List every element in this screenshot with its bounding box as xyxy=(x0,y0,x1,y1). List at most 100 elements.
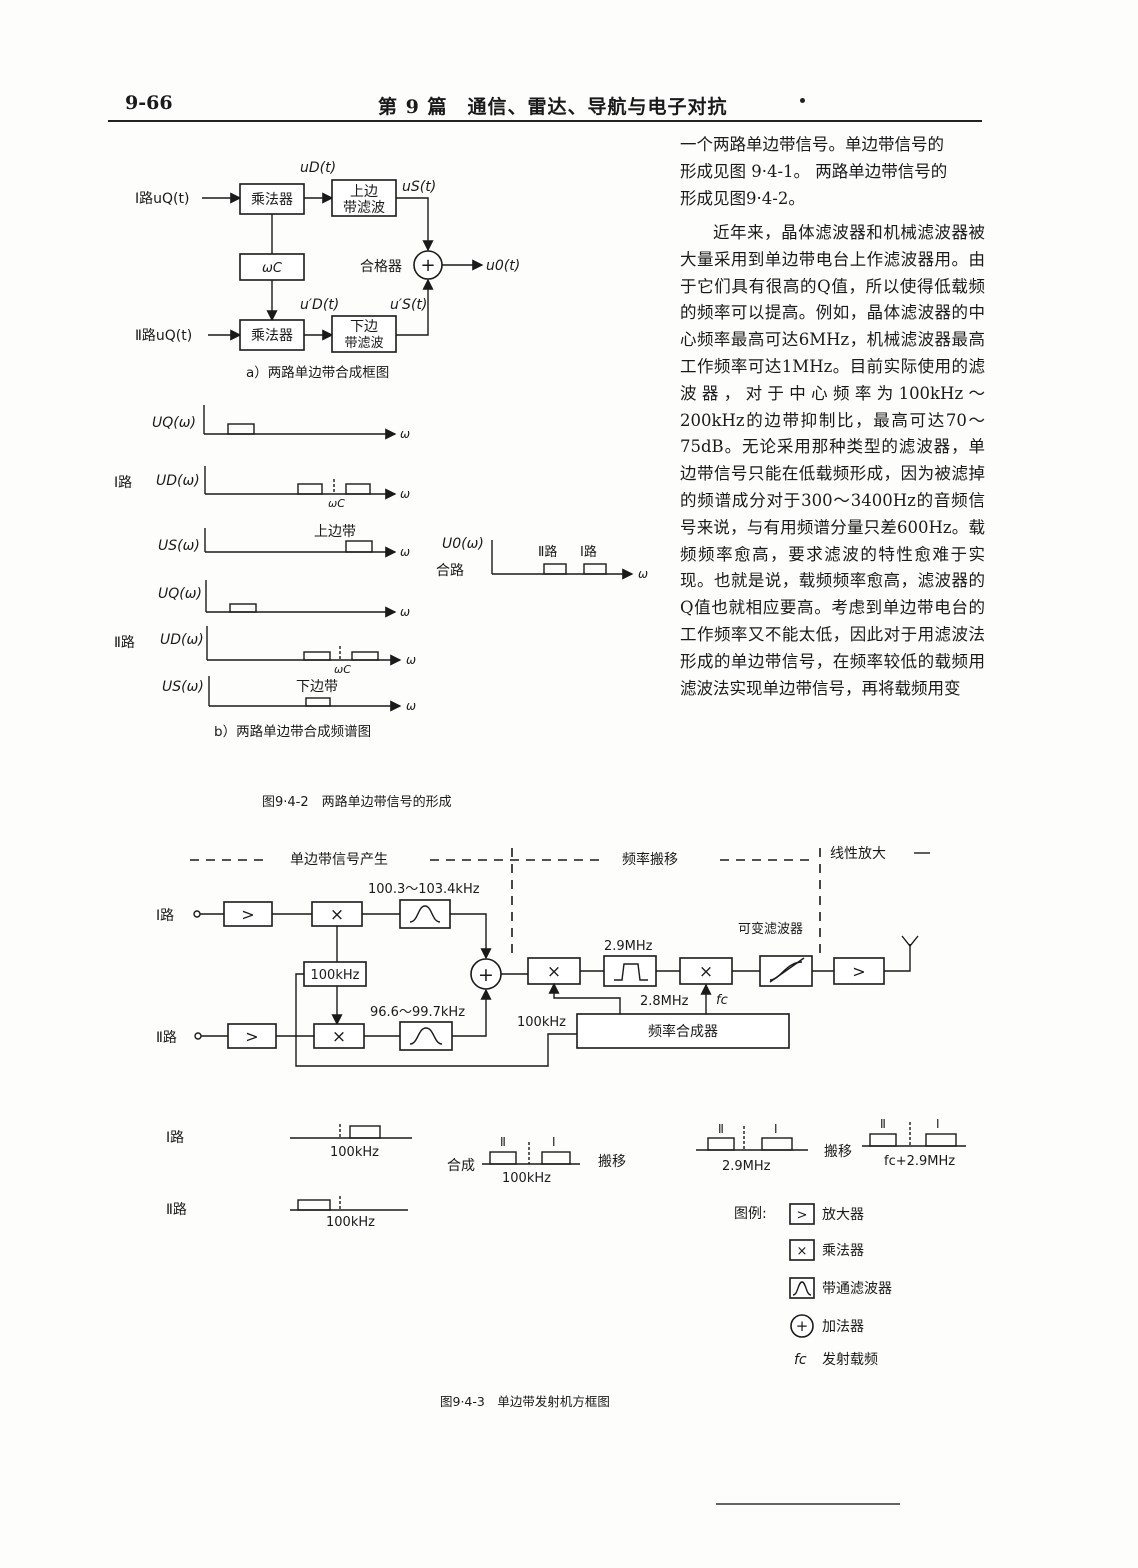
text-line: 形成见图9·4-2。 xyxy=(680,188,805,208)
fig2b-caption: b）两路单边带合成频谱图 xyxy=(214,724,371,740)
legend-adder-label: 加法器 xyxy=(822,1319,864,1335)
legend-adder-glyph: + xyxy=(796,1317,809,1335)
label-u0: u0(t) xyxy=(486,258,520,274)
spec-combine-label: 合成 xyxy=(447,1158,475,1174)
amp-1-symbol: > xyxy=(241,905,254,924)
page-number: 9-66 xyxy=(125,92,173,114)
label-us2: u′S(t) xyxy=(390,297,427,313)
amp-power xyxy=(833,957,885,985)
text-line: 一个两路单边带信号。单边带信号的 xyxy=(680,135,944,154)
path1-input-label: Ⅰ路 xyxy=(156,908,174,924)
legend-mult-symbol xyxy=(789,1239,815,1261)
spec-s2-b: Ⅱ xyxy=(718,1122,724,1136)
bpf-if xyxy=(603,955,657,987)
osc-100khz xyxy=(303,961,367,987)
wc-1: ωC xyxy=(328,497,345,510)
band1-label: 100.3～103.4kHz xyxy=(368,882,480,897)
mult-3-symbol: × xyxy=(547,962,561,982)
legend-bpf-label: 带通滤波器 xyxy=(822,1281,892,1297)
lsb-filter-label1: 下边 xyxy=(350,319,378,335)
if-label: 2.9MHz xyxy=(604,939,653,954)
bpf-2 xyxy=(399,1021,453,1051)
spec-ch2: Ⅱ路 xyxy=(538,544,557,560)
section-ssb-generation: 单边带信号产生 xyxy=(290,852,388,868)
spec-100k-3: 100kHz xyxy=(502,1171,551,1186)
adder-symbol: + xyxy=(478,964,494,986)
combiner-label: 合格器 xyxy=(360,259,402,275)
spec-s1-a: Ⅰ xyxy=(552,1135,556,1149)
lsb-label: 下边带 xyxy=(296,679,338,695)
label-ud: uD(t) xyxy=(300,160,336,176)
spec-path2-label: Ⅱ路 xyxy=(114,635,135,651)
spec-ud1-label: UD(ω) xyxy=(156,473,200,489)
freq-synthesizer xyxy=(576,1013,790,1049)
header-dot xyxy=(800,98,805,103)
fig2b-spectrum: UQ(ω) ω Ⅰ路 UD(ω) ωC ω US(ω) 上边带 ω UQ(ω) … xyxy=(114,405,648,810)
legend-mult-label: 乘法器 xyxy=(822,1243,864,1259)
right-text-paragraph: 近年来，晶体滤波器和机械滤波器被大量采用到单边带电台上作滤波器用。由于它们具有很… xyxy=(680,220,985,812)
usb-filter-label2: 带滤波 xyxy=(343,200,385,216)
section-freq-shift: 频率搬移 xyxy=(622,851,678,868)
band2-label: 96.6～99.7kHz xyxy=(370,1005,465,1020)
header-rule xyxy=(108,120,982,122)
amp-2-symbol: > xyxy=(245,1027,258,1046)
legend-amp-symbol xyxy=(789,1203,815,1225)
bpf-1 xyxy=(399,899,451,929)
fig2-caption: 图9·4-2 两路单边带信号的形成 xyxy=(262,794,452,810)
fig2a-block-diagram: Ⅰ路uQ(t) 乘法器 uD(t) 上边 带滤波 uS(t) + 合格器 u0(… xyxy=(135,160,520,381)
variable-filter-label: 可变滤波器 xyxy=(738,921,803,937)
text-paragraph: 近年来，晶体滤波器和机械滤波器被大量采用到单边带电台上作滤波器用。由于它们具有很… xyxy=(680,223,985,698)
legend-amp-glyph: > xyxy=(797,1208,808,1223)
combiner-symbol: + xyxy=(420,255,435,276)
multiplier-1 xyxy=(239,183,305,215)
spec-u0-label: U0(ω) xyxy=(442,536,484,552)
amp-power-symbol: > xyxy=(852,962,865,981)
legend-fc-symbol: fc xyxy=(794,1352,807,1368)
spec-100k-2: 100kHz xyxy=(326,1215,375,1230)
omega-4: ω xyxy=(400,605,410,619)
carrier-osc-label: ωC xyxy=(262,261,283,276)
legend-mult-glyph: × xyxy=(797,1244,808,1259)
multiplier-2 xyxy=(239,319,305,351)
text-line: 形成见图 9·4-1。 两路单边带信号的 xyxy=(680,161,948,181)
fig3-spectra: Ⅰ路 100kHz Ⅱ路 100kHz 合成 Ⅱ Ⅰ 100kHz 搬移 Ⅱ Ⅰ… xyxy=(166,1117,966,1230)
lsb-filter xyxy=(331,315,397,353)
spec-shift2-label: 搬移 xyxy=(824,1144,852,1160)
spec-s2-c: Ⅱ xyxy=(880,1117,886,1131)
path2-input-label: Ⅱ路 xyxy=(156,1030,177,1046)
usb-label: 上边带 xyxy=(314,524,356,540)
spec-shift1-label: 搬移 xyxy=(598,1154,626,1170)
legend-title: 图例: xyxy=(734,1206,767,1222)
osc-label: 100kHz xyxy=(311,968,360,983)
spec-combined-label: 合路 xyxy=(436,563,464,579)
spec-uq1-label: UQ(ω) xyxy=(152,415,196,431)
wc-2: ωC xyxy=(334,663,351,676)
lo-label: 2.8MHz xyxy=(640,994,689,1009)
omega-5: ω xyxy=(406,653,416,667)
synth-label: 频率合成器 xyxy=(648,1023,718,1040)
mult-4 xyxy=(679,957,733,985)
spec-ch1: Ⅰ路 xyxy=(580,544,597,560)
legend-amp-label: 放大器 xyxy=(822,1207,864,1223)
fig2a-caption: a）两路单边带合成框图 xyxy=(246,365,389,381)
mult-4-symbol: × xyxy=(699,962,713,982)
label-path2-input: Ⅱ路uQ(t) xyxy=(135,328,192,344)
label-us: uS(t) xyxy=(402,179,436,195)
spec-row1-label: Ⅰ路 xyxy=(166,1130,184,1146)
omega-1: ω xyxy=(400,427,410,441)
mult-2-symbol: × xyxy=(332,1027,346,1047)
legend-adder-symbol xyxy=(790,1314,814,1338)
multiplier-1-label: 乘法器 xyxy=(251,192,293,208)
mult-1-symbol: × xyxy=(330,905,344,925)
multiplier-2-label: 乘法器 xyxy=(251,328,293,344)
spec-row2-label: Ⅱ路 xyxy=(166,1202,187,1218)
omega-7: ω xyxy=(638,567,648,581)
carrier-osc xyxy=(239,253,305,281)
spec-s2-a: Ⅱ xyxy=(500,1135,506,1149)
spec-s1-c: Ⅰ xyxy=(936,1117,940,1131)
spec-s1-b: Ⅰ xyxy=(774,1122,778,1136)
fc-label: fc xyxy=(716,993,728,1008)
spec-100k-1: 100kHz xyxy=(330,1145,379,1160)
